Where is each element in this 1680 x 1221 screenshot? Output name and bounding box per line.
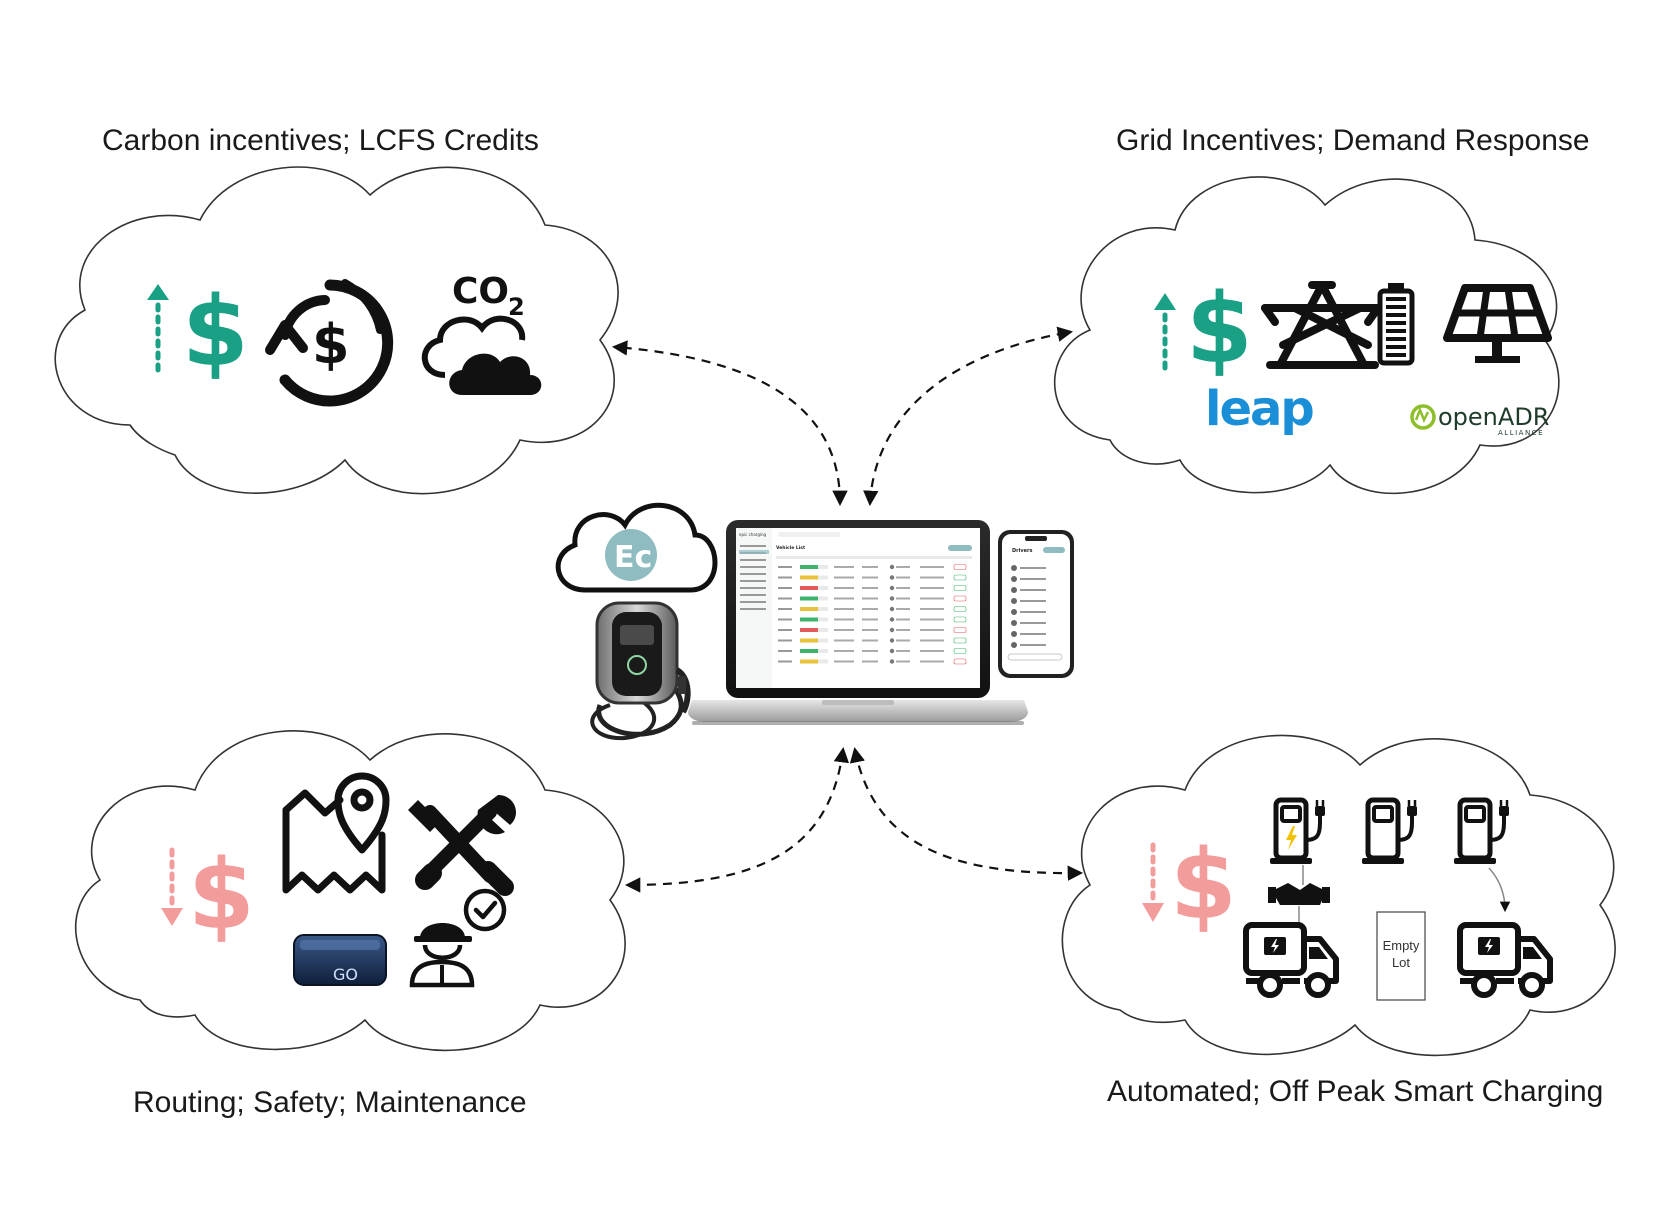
list-item (1011, 576, 1046, 582)
table-row (778, 595, 967, 602)
laptop-icon: epic charging Vehicle List (688, 520, 1028, 725)
truck-icon (1243, 922, 1339, 998)
truck-row (1243, 922, 1553, 998)
transmission-tower-icon (1261, 281, 1382, 369)
svg-text:openADR: openADR (1438, 403, 1549, 431)
table-row (778, 648, 967, 654)
laptop-brand: epic charging (739, 532, 767, 537)
connector-bottom-right (849, 746, 1084, 881)
table-row (778, 564, 967, 570)
connectors (611, 326, 1084, 893)
arrow-up-icon (147, 284, 169, 373)
empty-lot: Empty Lot (1376, 911, 1426, 1001)
list-item (1011, 631, 1046, 637)
ev-charger-icon (590, 601, 691, 741)
lightning-icon (1286, 826, 1297, 850)
table-row (778, 616, 967, 623)
dollar-icon-grid: $ (1186, 273, 1253, 385)
phone-input (1007, 653, 1063, 661)
dollar-icon: $ (182, 276, 249, 388)
telematics-label: GO (333, 965, 358, 984)
list-item (1011, 620, 1046, 626)
list-item (1011, 609, 1046, 615)
charger-icon (1362, 797, 1417, 864)
list-item (1011, 598, 1046, 604)
tools-icon (408, 795, 517, 896)
co2-cloud-icon: CO 2 (421, 271, 542, 395)
table-row (778, 585, 967, 591)
caption-top-left: Carbon incentives; LCFS Credits (102, 124, 539, 157)
table-row (778, 606, 967, 612)
openadr-logo: openADR ALLIANCE (1410, 403, 1549, 437)
cloud-bottom-right (1061, 734, 1616, 1057)
table-row (778, 658, 967, 665)
phone-list (1007, 565, 1063, 661)
list-item (1011, 642, 1046, 648)
caption-top-right: Grid Incentives; Demand Response (1116, 124, 1590, 157)
arrow-down-icon-smart (1142, 842, 1164, 922)
charger-icon (1454, 797, 1509, 864)
cloud-top-left (54, 166, 619, 495)
list-item (1011, 565, 1046, 571)
caption-bottom-left: Routing; Safety; Maintenance (133, 1086, 527, 1119)
connector-top-right (863, 326, 1074, 507)
handshake-icon (1268, 883, 1330, 905)
table-row (778, 637, 967, 644)
table-row (778, 574, 967, 581)
arrow-down-icon (161, 847, 183, 926)
recycle-dollar-icon (265, 279, 394, 407)
svg-text:ALLIANCE: ALLIANCE (1498, 429, 1544, 437)
laptop-table (778, 564, 967, 665)
leap-logo: leap (1205, 381, 1313, 437)
charger-row (1270, 797, 1509, 864)
map-pin-icon (282, 772, 390, 894)
truck-icon (1457, 922, 1553, 998)
recycle-dollar-sign: $ (312, 313, 350, 376)
charger-icon (1270, 797, 1325, 864)
solar-panel-icon (1443, 284, 1552, 363)
phone-title: Drivers (1012, 548, 1032, 554)
dollar-icon-routing: $ (188, 839, 255, 951)
cloud-platform-icon: Ec (555, 502, 718, 593)
connector-bottom-left (624, 746, 850, 893)
svg-text:2: 2 (508, 293, 525, 321)
list-item (1011, 587, 1046, 593)
empty-lot-line1: Empty (1383, 938, 1420, 953)
worker-check-icon (409, 888, 507, 988)
empty-lot-line2: Lot (1392, 955, 1410, 970)
arrow-up-icon-grid (1154, 293, 1176, 378)
caption-bottom-right: Automated; Off Peak Smart Charging (1107, 1075, 1603, 1108)
dollar-icon-smart: $ (1170, 829, 1237, 941)
svg-text:CO: CO (452, 271, 509, 312)
connector-top-left (611, 340, 848, 507)
laptop-title: Vehicle List (776, 545, 806, 551)
phone-icon: Drivers (998, 530, 1074, 678)
flow-arrow-charger3 (1488, 867, 1511, 913)
cloud-logo-text: Ec (614, 540, 652, 575)
table-row (778, 627, 967, 633)
telematics-device-icon: GO (293, 934, 387, 986)
battery-icon (1377, 283, 1415, 366)
